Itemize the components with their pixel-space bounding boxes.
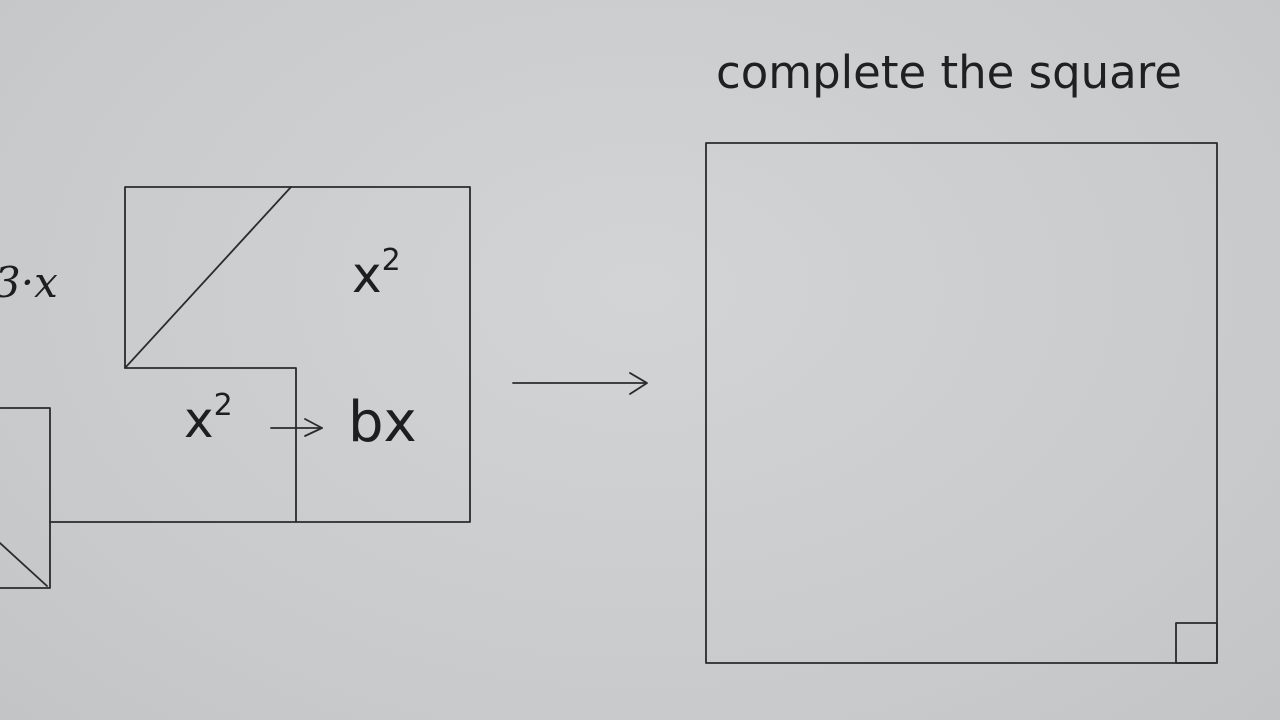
arrow-right-icon — [512, 372, 648, 395]
bx-label: bx — [348, 390, 417, 455]
corner-small-square — [1175, 622, 1218, 664]
left-partial-square — [0, 407, 51, 589]
x-squared-label-bottom: x2 — [184, 390, 233, 445]
x-squared-top-exponent: 2 — [381, 242, 401, 278]
left-fragment-label: 3·x — [0, 258, 58, 307]
completed-square — [705, 142, 1218, 664]
l-shaped-figure — [124, 186, 471, 523]
x-squared-top-base: x — [352, 246, 382, 304]
page-title: complete the square — [716, 46, 1182, 99]
x-squared-bottom-exponent: 2 — [213, 387, 233, 423]
plus-tick — [304, 418, 323, 437]
diagonal-line — [124, 186, 292, 369]
x-squared-label-top: x2 — [352, 245, 401, 300]
x-squared-bottom-base: x — [184, 391, 214, 449]
